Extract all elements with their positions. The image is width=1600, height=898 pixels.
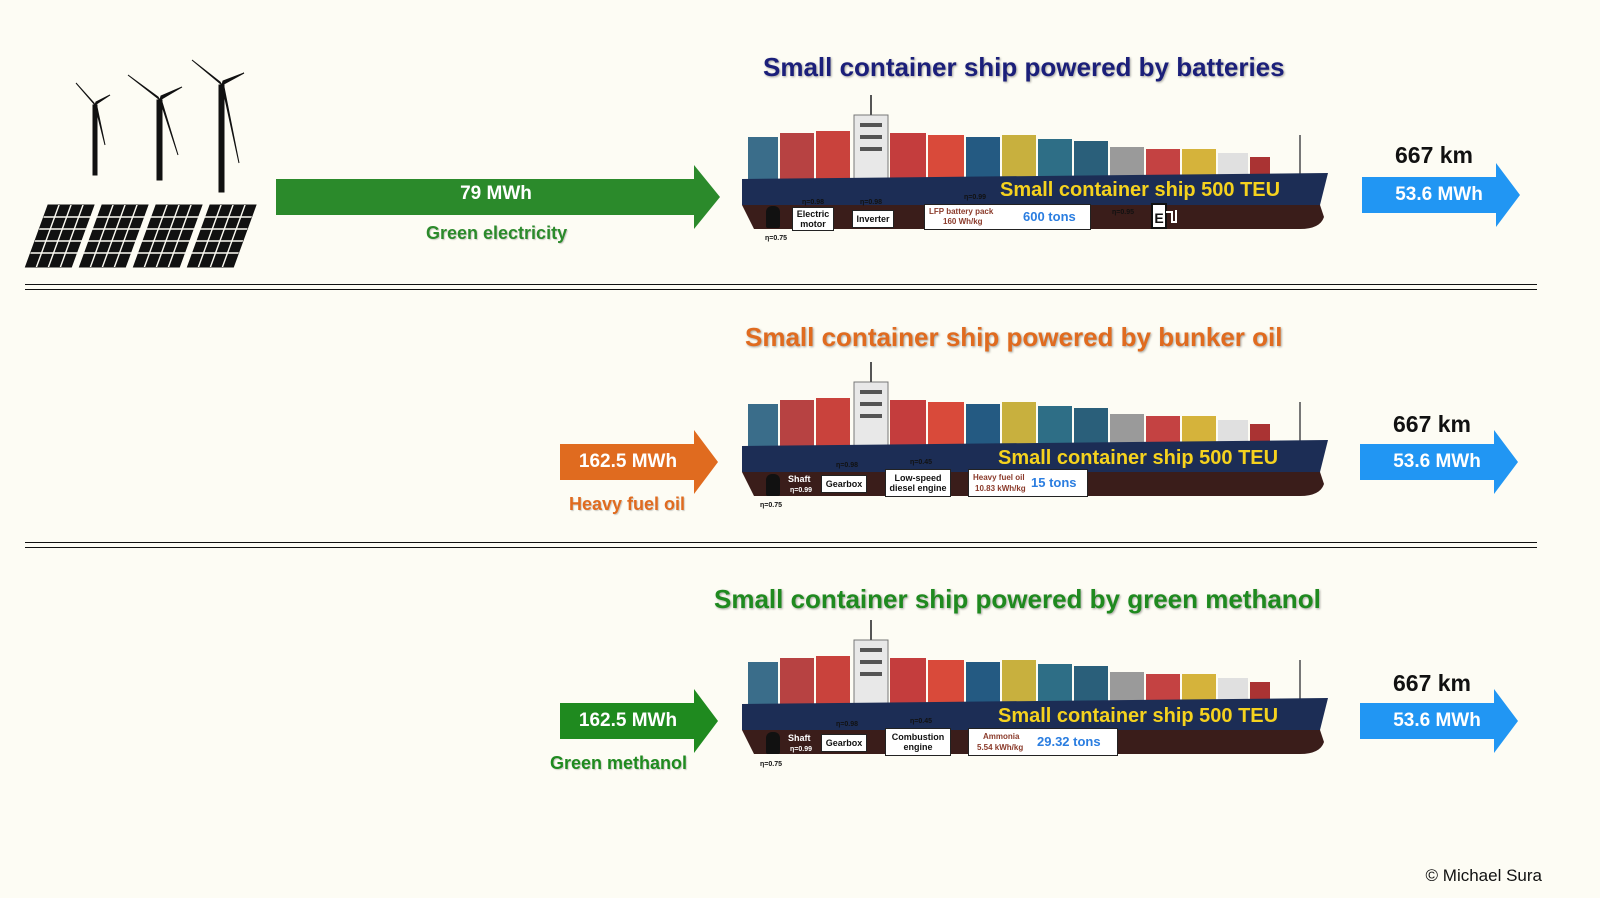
row2-mass: 15 tons <box>1031 475 1077 490</box>
row1-battery-density: 160 Wh/kg <box>943 217 983 226</box>
row3-fuel-box: Ammonia 5.54 kWh/kg 29.32 tons <box>968 728 1118 756</box>
row1-title: Small container ship powered by batterie… <box>763 52 1285 82</box>
row2-shaft-label: Shaft <box>788 474 811 484</box>
ship-bridge <box>853 95 889 182</box>
propeller-icon <box>766 474 780 496</box>
separator <box>25 542 1537 548</box>
row3-fuel-label: Ammonia <box>983 732 1020 741</box>
solar-panel-icon <box>24 204 257 268</box>
wind-turbine-icon <box>191 59 245 193</box>
row1-eta-motor: η=0.98 <box>802 199 824 206</box>
row1-ship <box>742 95 1328 229</box>
row1-input-label: Green electricity <box>426 223 568 243</box>
row3-input-value: 162.5 MWh <box>578 710 678 731</box>
row1-battery-box: LFP battery pack 160 Wh/kg 600 tons <box>924 204 1091 230</box>
row2-output-arrow <box>1360 430 1518 494</box>
row2-input-arrow <box>560 430 718 494</box>
row2-fuel-density: 10.83 kWh/kg <box>975 484 1026 493</box>
row3-shaft-label: Shaft <box>788 733 811 743</box>
row3-input-label: Green methanol <box>550 753 688 773</box>
row2-eta-gearbox: η=0.98 <box>836 462 858 469</box>
row1-distance: 667 km <box>1395 142 1474 168</box>
row1-input-value: 79 MWh <box>460 183 532 204</box>
row2-engine-box: Low-speed diesel engine <box>885 469 951 497</box>
row1-ship-label: Small container ship 500 TEU <box>1000 179 1281 201</box>
row2-ship-label: Small container ship 500 TEU <box>998 447 1279 469</box>
row3-mass: 29.32 tons <box>1037 734 1101 749</box>
row1-battery-label: LFP battery pack <box>929 207 994 216</box>
renewables-illustration <box>24 59 257 268</box>
wind-turbine-icon <box>75 82 111 176</box>
row2-eta-shaft: η=0.99 <box>790 487 812 494</box>
row2-ship <box>742 362 1328 496</box>
row3-ship-label: Small container ship 500 TEU <box>998 705 1279 727</box>
row3-output-arrow <box>1360 689 1518 753</box>
row1-input-arrow <box>276 165 720 229</box>
row2-input-label: Heavy fuel oil <box>569 494 686 514</box>
separator <box>25 284 1537 290</box>
row1-electric-motor-box: Electric motor <box>792 207 834 231</box>
row3-eta-gearbox: η=0.98 <box>836 721 858 728</box>
row2-title: Small container ship powered by bunker o… <box>745 322 1283 352</box>
row2-distance: 667 km <box>1393 411 1472 437</box>
propeller-icon <box>766 206 780 228</box>
row3-eta-propeller: η=0.75 <box>760 761 782 768</box>
row3-eta-shaft: η=0.99 <box>790 746 812 753</box>
row3-eta-engine: η=0.45 <box>910 718 932 725</box>
row1-output-value: 53.6 MWh <box>1395 184 1483 205</box>
row3-distance: 667 km <box>1393 670 1472 696</box>
propeller-icon <box>766 732 780 754</box>
row2-input-value: 162.5 MWh <box>578 451 678 472</box>
row1-output-arrow <box>1362 163 1520 227</box>
row1-eta-battery: η=0.99 <box>964 194 986 201</box>
row3-engine-box: Combustion engine <box>885 728 951 756</box>
row3-output-value: 53.6 MWh <box>1393 710 1481 731</box>
row3-gearbox-box: Gearbox <box>821 734 867 752</box>
row1-eta-propeller: η=0.75 <box>765 235 787 242</box>
row2-eta-propeller: η=0.75 <box>760 502 782 509</box>
row1-eta-inverter: η=0.98 <box>860 199 882 206</box>
row2-fuel-box: Heavy fuel oil 10.83 kWh/kg 15 tons <box>968 469 1088 497</box>
wind-turbine-icon <box>127 74 183 181</box>
row1-eta-charger: η=0.95 <box>1112 209 1134 216</box>
row3-fuel-density: 5.54 kWh/kg <box>977 743 1024 752</box>
row3-title: Small container ship powered by green me… <box>714 584 1321 614</box>
row3-input-arrow <box>560 689 718 753</box>
row2-output-value: 53.6 MWh <box>1393 451 1481 472</box>
row3-ship <box>742 620 1328 754</box>
svg-text:E: E <box>1154 210 1163 226</box>
charging-plug-icon: E <box>1151 203 1177 229</box>
row1-inverter-box: Inverter <box>852 210 894 228</box>
row2-fuel-label: Heavy fuel oil <box>973 473 1025 482</box>
row2-gearbox-box: Gearbox <box>821 475 867 493</box>
row1-mass: 600 tons <box>1023 209 1076 224</box>
row2-eta-engine: η=0.45 <box>910 459 932 466</box>
copyright: © Michael Sura <box>1425 866 1542 885</box>
